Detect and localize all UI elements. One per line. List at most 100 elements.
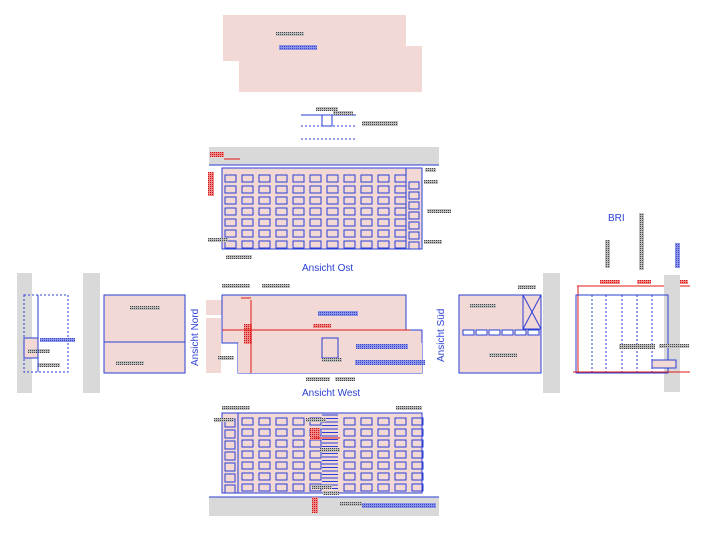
window <box>241 174 254 183</box>
window <box>411 483 424 492</box>
window <box>241 472 254 481</box>
window <box>275 417 288 426</box>
window <box>394 472 407 481</box>
north-elevation <box>83 273 186 393</box>
window <box>377 185 390 194</box>
window <box>309 196 322 205</box>
window <box>411 461 424 470</box>
bri-section <box>573 213 690 392</box>
window <box>292 428 305 437</box>
window <box>343 185 356 194</box>
window <box>343 174 356 183</box>
window <box>241 240 254 249</box>
window <box>377 218 390 227</box>
label-ansicht-west: Ansicht West <box>302 388 361 399</box>
window <box>377 196 390 205</box>
window <box>258 483 271 492</box>
window <box>275 240 288 249</box>
left-section <box>17 273 75 393</box>
window <box>241 417 254 426</box>
window <box>309 218 322 227</box>
window <box>326 229 339 238</box>
window <box>377 439 390 448</box>
window <box>258 428 271 437</box>
window <box>326 207 339 216</box>
window <box>258 196 271 205</box>
window <box>258 185 271 194</box>
window <box>360 417 373 426</box>
window <box>377 472 390 481</box>
window <box>343 417 356 426</box>
window <box>275 461 288 470</box>
window <box>343 483 356 492</box>
window <box>377 207 390 216</box>
window <box>411 472 424 481</box>
window <box>275 218 288 227</box>
window <box>343 218 356 227</box>
window <box>360 207 373 216</box>
south-elevation <box>458 273 560 393</box>
window <box>309 185 322 194</box>
window <box>360 472 373 481</box>
window <box>411 417 424 426</box>
window <box>309 450 322 459</box>
window <box>241 428 254 437</box>
window <box>343 472 356 481</box>
window <box>326 174 339 183</box>
window <box>241 439 254 448</box>
window <box>292 450 305 459</box>
window <box>275 174 288 183</box>
window <box>241 450 254 459</box>
west-elevation <box>206 284 425 381</box>
label-ansicht-sued: Ansicht Süd <box>436 308 447 362</box>
window <box>326 185 339 194</box>
window <box>326 240 339 249</box>
window <box>343 428 356 437</box>
window <box>258 439 271 448</box>
window <box>292 417 305 426</box>
window <box>224 451 236 461</box>
window <box>241 196 254 205</box>
window <box>343 196 356 205</box>
window <box>408 211 420 220</box>
window <box>275 450 288 459</box>
window <box>411 450 424 459</box>
window <box>258 174 271 183</box>
window <box>275 207 288 216</box>
window <box>292 196 305 205</box>
window <box>394 417 407 426</box>
window <box>241 461 254 470</box>
window <box>360 196 373 205</box>
window <box>394 461 407 470</box>
window <box>377 461 390 470</box>
top-site-blocks <box>223 15 422 92</box>
window <box>377 240 390 249</box>
window <box>241 185 254 194</box>
window <box>275 472 288 481</box>
window <box>408 221 420 230</box>
window <box>360 240 373 249</box>
window <box>258 417 271 426</box>
window <box>411 428 424 437</box>
window <box>275 196 288 205</box>
window <box>360 483 373 492</box>
east-elevation <box>208 147 451 259</box>
label-ansicht-nord: Ansicht Nord <box>190 308 201 366</box>
window <box>224 207 237 216</box>
window <box>241 229 254 238</box>
window <box>411 439 424 448</box>
window <box>360 439 373 448</box>
window <box>309 472 322 481</box>
window <box>292 461 305 470</box>
window <box>258 450 271 459</box>
window <box>377 174 390 183</box>
window <box>408 191 420 200</box>
window <box>224 229 237 238</box>
bottom-elevation <box>209 406 439 516</box>
window <box>343 240 356 249</box>
label-bri: BRI <box>608 213 625 224</box>
window <box>343 461 356 470</box>
window <box>224 218 237 227</box>
window <box>292 472 305 481</box>
